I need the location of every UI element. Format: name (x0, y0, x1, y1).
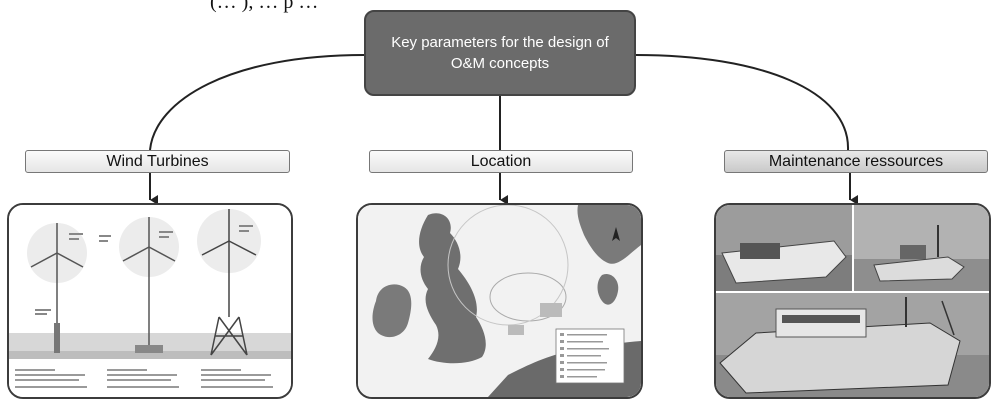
category-label: Location (470, 152, 532, 170)
map-denmark (597, 273, 619, 305)
connector-right (635, 54, 850, 151)
category-label: Wind Turbines (106, 152, 209, 170)
connector-left (149, 54, 365, 151)
turbine-monopile (30, 223, 84, 353)
turbine-gravity-base (122, 217, 176, 353)
category-maintenance-ressources: Maintenance ressources (724, 150, 988, 173)
map-ireland (372, 284, 412, 338)
vessels-photo-collage (714, 203, 991, 399)
category-location: Location (369, 150, 633, 173)
central-node-label: Key parameters for the design of O&M con… (391, 34, 609, 72)
wind-turbines-illustration (7, 203, 293, 399)
turbine-jacket (201, 209, 257, 356)
category-wind-turbines: Wind Turbines (25, 150, 290, 173)
central-node: Key parameters for the design of O&M con… (364, 10, 636, 96)
catamaran-vessel (873, 256, 965, 282)
location-map (356, 203, 643, 399)
service-operation-vessel (719, 322, 961, 394)
north-arrow-icon (612, 227, 620, 241)
map-scandinavia (577, 205, 641, 264)
category-label: Maintenance ressources (768, 152, 944, 170)
cropped-caption-fragment: (… ), … p … (210, 0, 319, 13)
